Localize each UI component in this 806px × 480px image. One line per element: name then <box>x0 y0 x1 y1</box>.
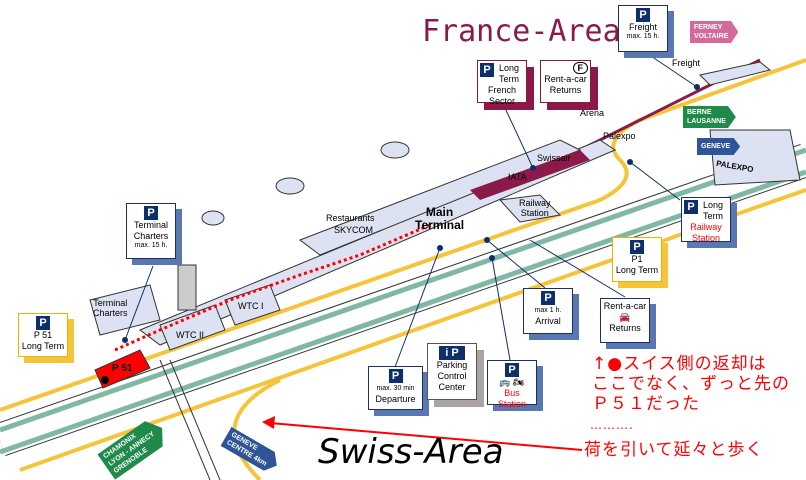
parking-icon: P <box>36 316 50 330</box>
label-iata: IATA <box>508 172 527 182</box>
sign-geneve: GENEVE <box>697 138 741 155</box>
parking-icon: P <box>388 369 403 383</box>
label-freight: Freight <box>672 58 701 68</box>
box-bus-station: P 🚌 🏍 Bus Station <box>487 360 537 409</box>
annotation-walk: 荷を引いて延々と歩く <box>584 440 764 460</box>
label-skycom: SKYCOM <box>334 225 374 235</box>
box-rent-a-car-returns: Rent-a-car🚘Returns <box>600 298 650 343</box>
label-swissair: Swissair <box>537 153 571 163</box>
parking-icon: P <box>636 8 650 22</box>
walking-route <box>114 223 431 352</box>
swiss-area-title: Swiss-Area <box>318 432 504 472</box>
p51-lot <box>94 349 151 389</box>
label-restaurants: Restaurants <box>326 213 375 223</box>
box-arrival-parking: P max 1 h.Arrival <box>523 288 573 334</box>
parking-icon: P <box>480 63 494 77</box>
label-wtc2: WTC II <box>176 330 204 340</box>
label-p51-lot: P 51 <box>112 363 133 374</box>
france-badge: F <box>572 62 588 74</box>
red-arrow <box>269 422 583 451</box>
label-palexpo: Palexpo <box>603 131 636 141</box>
parking-icon: P <box>541 291 555 305</box>
label-arena: Arena <box>580 108 605 118</box>
parking-icon: P <box>144 206 158 220</box>
info-parking-icon: i P <box>439 346 465 360</box>
green-lane <box>0 147 806 433</box>
parking-icon: P <box>630 240 644 254</box>
annotation-dots: ………. <box>590 418 634 432</box>
box-freight-parking: P Freight max. 15 h. <box>618 5 668 52</box>
parking-icon: P <box>684 200 698 214</box>
france-area-title: France-Area <box>422 14 621 49</box>
parking-icon: P <box>505 363 519 377</box>
car-icon: 🚘 <box>619 312 631 322</box>
control-tower <box>177 264 197 311</box>
label-wtc1: WTC I <box>238 301 264 311</box>
bus-bike-icons: 🚌 🏍 <box>499 377 525 387</box>
